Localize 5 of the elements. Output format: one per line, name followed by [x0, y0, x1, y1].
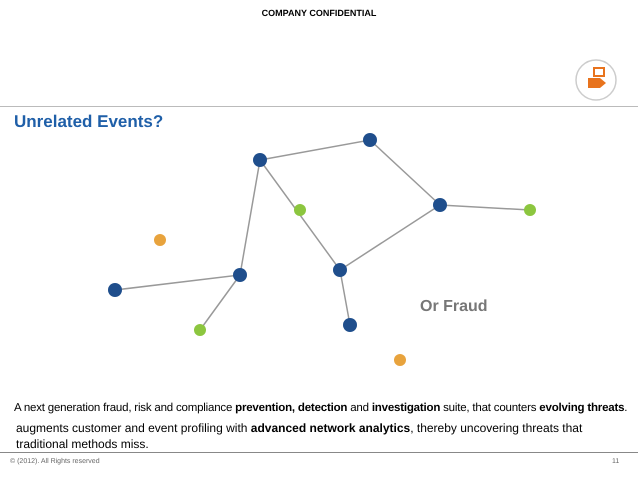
- confidential-notice: COMPANY CONFIDENTIAL: [260, 8, 378, 18]
- slide-title: Unrelated Events?: [14, 112, 164, 132]
- callout-text: Or Fraud: [420, 298, 488, 316]
- body-text: A next generation fraud, risk and compliance prevention, detection and investigation suite, that counters evolving threats.: [14, 402, 628, 414]
- body-text: augments customer and event profiling with advanced network analytics, thereby uncovering threats that traditional methods miss.: [16, 420, 584, 452]
